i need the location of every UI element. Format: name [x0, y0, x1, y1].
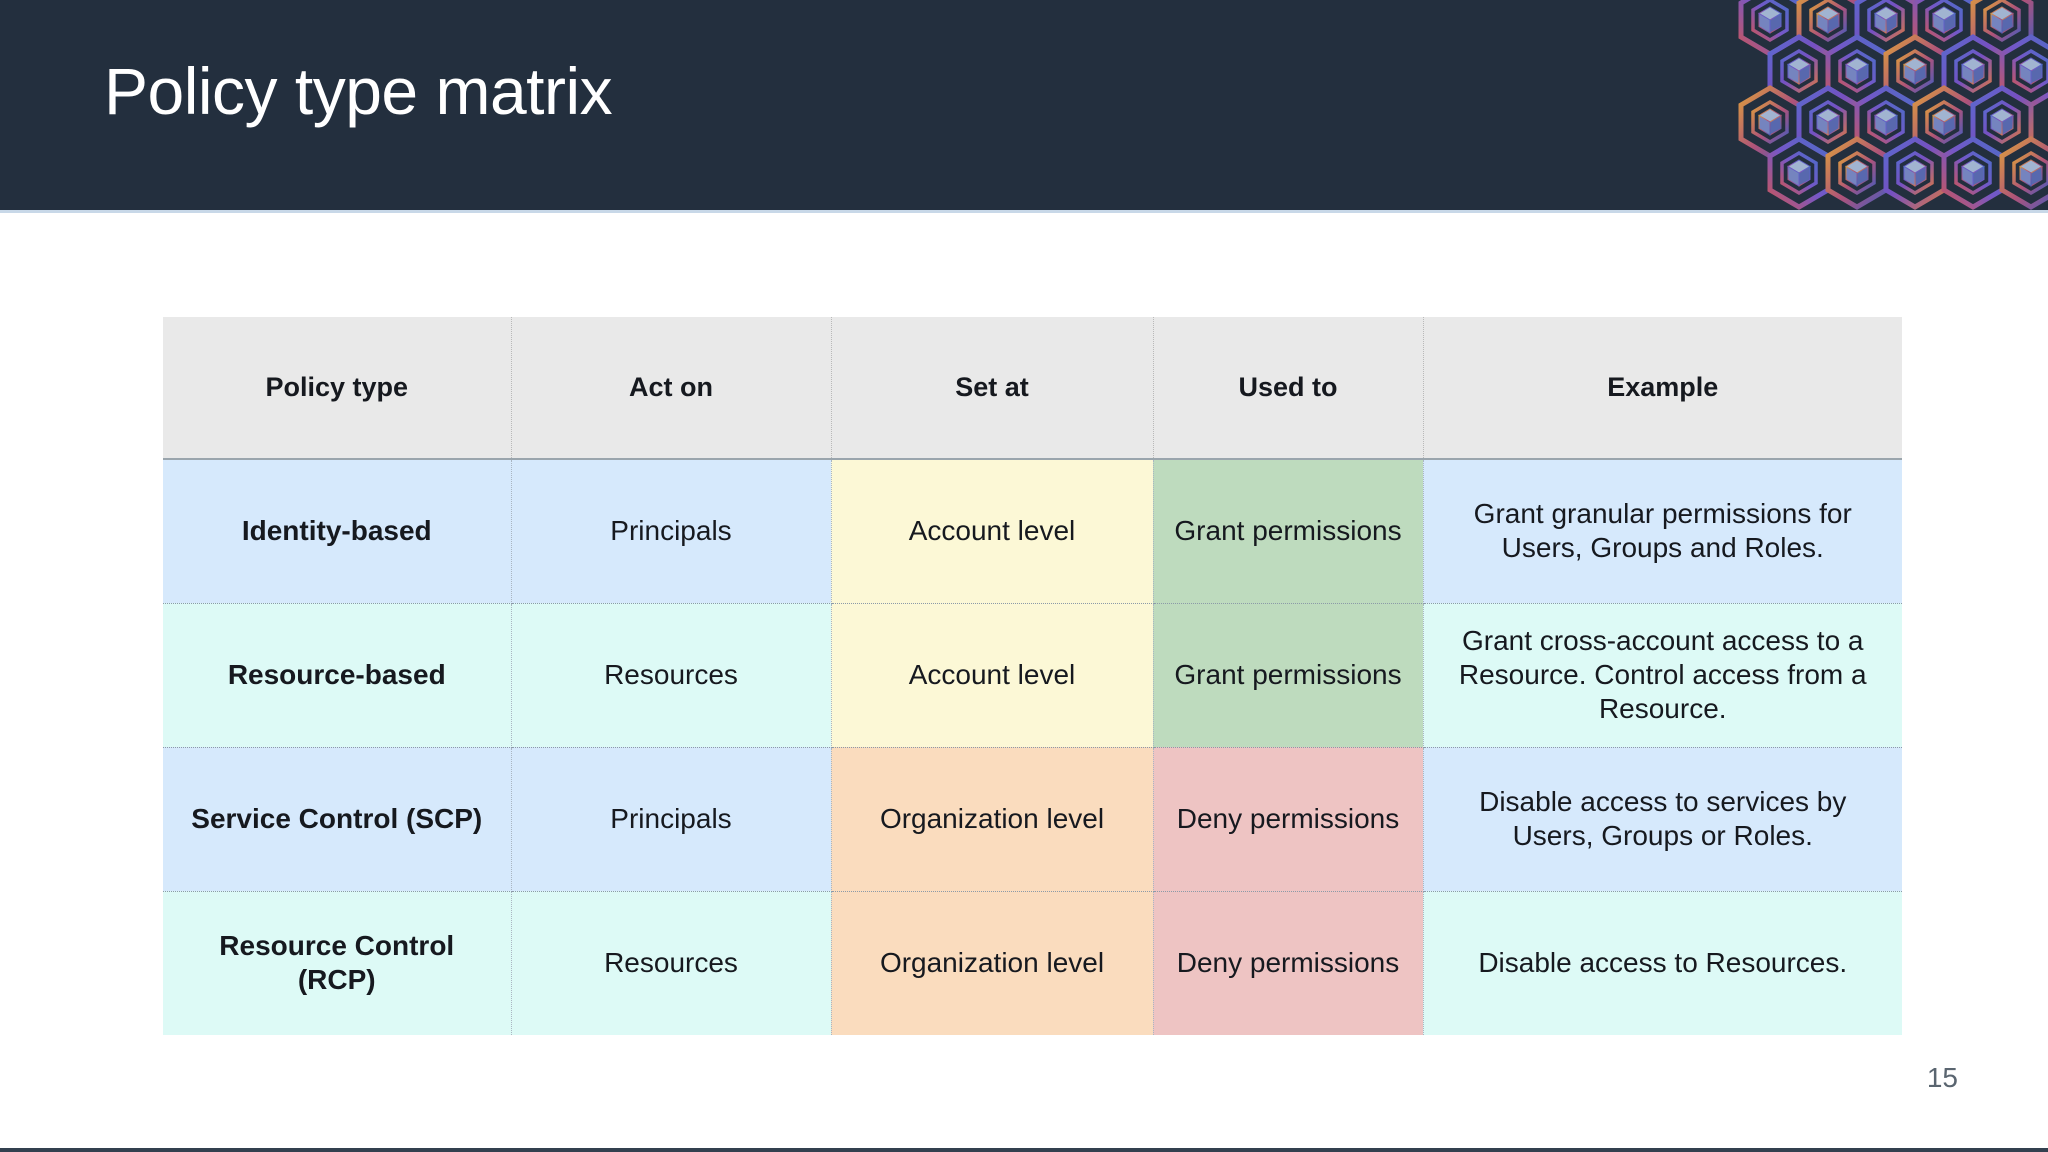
cell-set-at: Organization level — [831, 747, 1154, 892]
policy-type-matrix-table: Policy type Act on Set at Used to Exampl… — [163, 317, 1902, 1035]
cell-act-on: Resources — [511, 891, 832, 1035]
column-header-used-to: Used to — [1153, 317, 1424, 460]
column-header-set-at: Set at — [831, 317, 1154, 460]
page-number: 15 — [1926, 1062, 1958, 1093]
cell-policy-type: Identity-based — [163, 459, 512, 604]
cell-policy-type: Resource-based — [163, 603, 512, 748]
cell-act-on: Principals — [511, 747, 832, 892]
cell-used-to: Grant permissions — [1153, 603, 1424, 748]
cell-example: Grant cross-account access to a Resource… — [1423, 603, 1902, 748]
cell-example: Disable access to Resources. — [1423, 891, 1902, 1035]
cell-used-to: Grant permissions — [1153, 459, 1424, 604]
cell-used-to: Deny permissions — [1153, 747, 1424, 892]
hexagon-pattern-decoration — [1718, 0, 2048, 212]
table-row: Service Control (SCP) Principals Organiz… — [163, 747, 1902, 892]
cell-set-at: Account level — [831, 603, 1154, 748]
cell-policy-type: Service Control (SCP) — [163, 747, 512, 892]
cell-policy-type: Resource Control (RCP) — [163, 891, 512, 1035]
table-row: Resource-based Resources Account level G… — [163, 603, 1902, 748]
column-header-act-on: Act on — [511, 317, 832, 460]
cell-example: Grant granular permissions for Users, Gr… — [1423, 459, 1902, 604]
cell-set-at: Account level — [831, 459, 1154, 604]
column-header-example: Example — [1423, 317, 1902, 460]
cell-act-on: Resources — [511, 603, 832, 748]
cell-act-on: Principals — [511, 459, 832, 604]
table-row: Identity-based Principals Account level … — [163, 459, 1902, 604]
table-header-row: Policy type Act on Set at Used to Exampl… — [163, 317, 1902, 460]
cell-example: Disable access to services by Users, Gro… — [1423, 747, 1902, 892]
page-title: Policy type matrix — [104, 54, 613, 128]
slide-header-band: Policy type matrix — [0, 0, 2048, 212]
header-band-edge — [0, 210, 2048, 213]
cell-set-at: Organization level — [831, 891, 1154, 1035]
table-row: Resource Control (RCP) Resources Organiz… — [163, 891, 1902, 1035]
footer-rule — [0, 1148, 2048, 1152]
cell-used-to: Deny permissions — [1153, 891, 1424, 1035]
column-header-policy-type: Policy type — [163, 317, 512, 460]
